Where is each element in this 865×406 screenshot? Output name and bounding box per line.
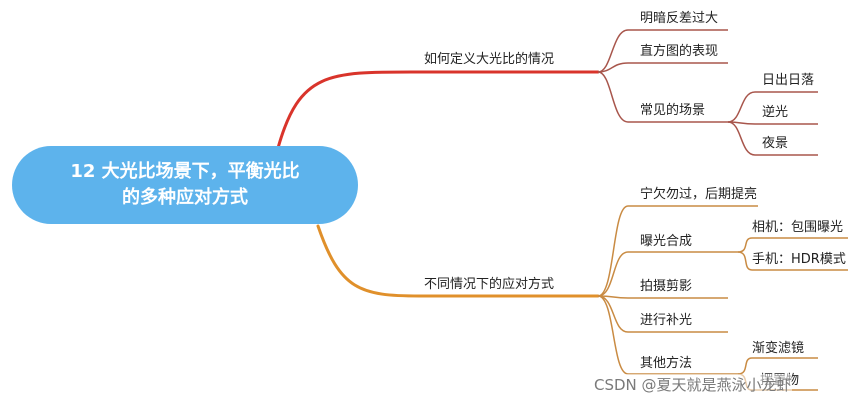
- root-topic: 12 大光比场景下，平衡光比 的多种应对方式: [12, 146, 358, 224]
- branch-methods: 不同情况下的应对方式: [424, 277, 555, 292]
- node-grad-filter: 渐变滤镜: [752, 341, 805, 356]
- node-phone-hdr: 手机：HDR模式: [752, 252, 846, 267]
- root-topic-line2: 的多种应对方式: [121, 187, 248, 208]
- connector-root-to-methods: [316, 224, 600, 298]
- node-underexpose: 宁欠勿过，后期提亮: [640, 187, 758, 202]
- node-other-methods: 其他方法: [640, 356, 693, 371]
- node-common-scenes: 常见的场景: [640, 103, 706, 118]
- node-backlight: 逆光: [762, 105, 789, 120]
- define-sub-connectors: [597, 29, 818, 156]
- branch-define: 如何定义大光比的情况: [424, 52, 555, 67]
- node-fill-light: 进行补光: [640, 313, 693, 328]
- node-histogram: 直方图的表现: [640, 44, 719, 59]
- node-silhouette: 拍摄剪影: [640, 279, 693, 294]
- node-exposure-blend: 曝光合成: [640, 234, 693, 249]
- node-sunrise-sunset: 日出日落: [762, 73, 815, 88]
- watermark: CSDN @夏天就是燕泳小龙虾: [594, 374, 792, 395]
- node-night: 夜景: [762, 136, 789, 151]
- root-topic-line1: 12 大光比场景下，平衡光比: [70, 161, 300, 182]
- node-contrast: 明暗反差过大: [640, 11, 719, 26]
- node-camera-bracket: 相机：包围曝光: [752, 220, 844, 235]
- connector-root-to-define: [276, 70, 600, 150]
